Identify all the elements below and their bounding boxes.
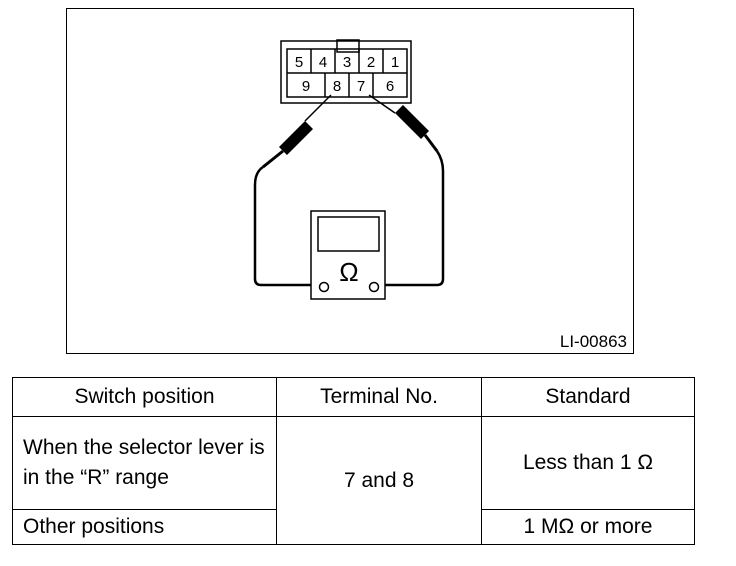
cell-position-other: Other positions <box>12 509 277 545</box>
table-row: Other positions 1 MΩ or more <box>12 509 695 545</box>
ohm-symbol: Ω <box>339 257 358 287</box>
meter-terminal-left <box>318 281 330 293</box>
terminal-2-label: 2 <box>367 54 375 71</box>
specification-table: Switch position Terminal No. Standard Wh… <box>12 377 695 545</box>
meter-display <box>317 216 380 252</box>
terminal-3-label: 3 <box>343 54 351 71</box>
header-standard: Standard <box>481 377 695 417</box>
ohmmeter-test-diagram: 5 4 3 2 1 9 8 7 6 <box>253 39 627 351</box>
terminal-4-label: 4 <box>319 54 327 71</box>
figure-frame: 5 4 3 2 1 9 8 7 6 <box>66 8 634 354</box>
ohmmeter: Ω <box>310 210 386 300</box>
connector-latch <box>336 39 360 53</box>
connector <box>280 39 412 104</box>
terminal-1-label: 1 <box>391 54 399 71</box>
terminal-5-label: 5 <box>295 54 303 71</box>
header-switch-position: Switch position <box>12 377 277 417</box>
header-terminal-no: Terminal No. <box>276 377 482 417</box>
probe-left <box>253 94 332 287</box>
cell-terminal: 7 and 8 <box>276 416 482 545</box>
terminal-6-label: 6 <box>386 78 394 95</box>
probe-right <box>368 94 445 287</box>
terminal-7-label: 7 <box>357 78 365 95</box>
terminal-8-label: 8 <box>333 78 341 95</box>
table-header-row: Switch position Terminal No. Standard <box>12 377 695 417</box>
cell-position-r-range: When the selector lever is in the “R” ra… <box>12 416 277 510</box>
meter-terminal-right <box>368 281 380 293</box>
figure-id-label: LI-00863 <box>560 332 627 351</box>
table-row: When the selector lever is in the “R” ra… <box>12 416 695 545</box>
terminal-9-label: 9 <box>302 78 310 95</box>
cell-standard-other: 1 MΩ or more <box>481 509 695 545</box>
connector-housing <box>280 40 412 104</box>
cell-standard-r-range: Less than 1 Ω <box>481 416 695 510</box>
